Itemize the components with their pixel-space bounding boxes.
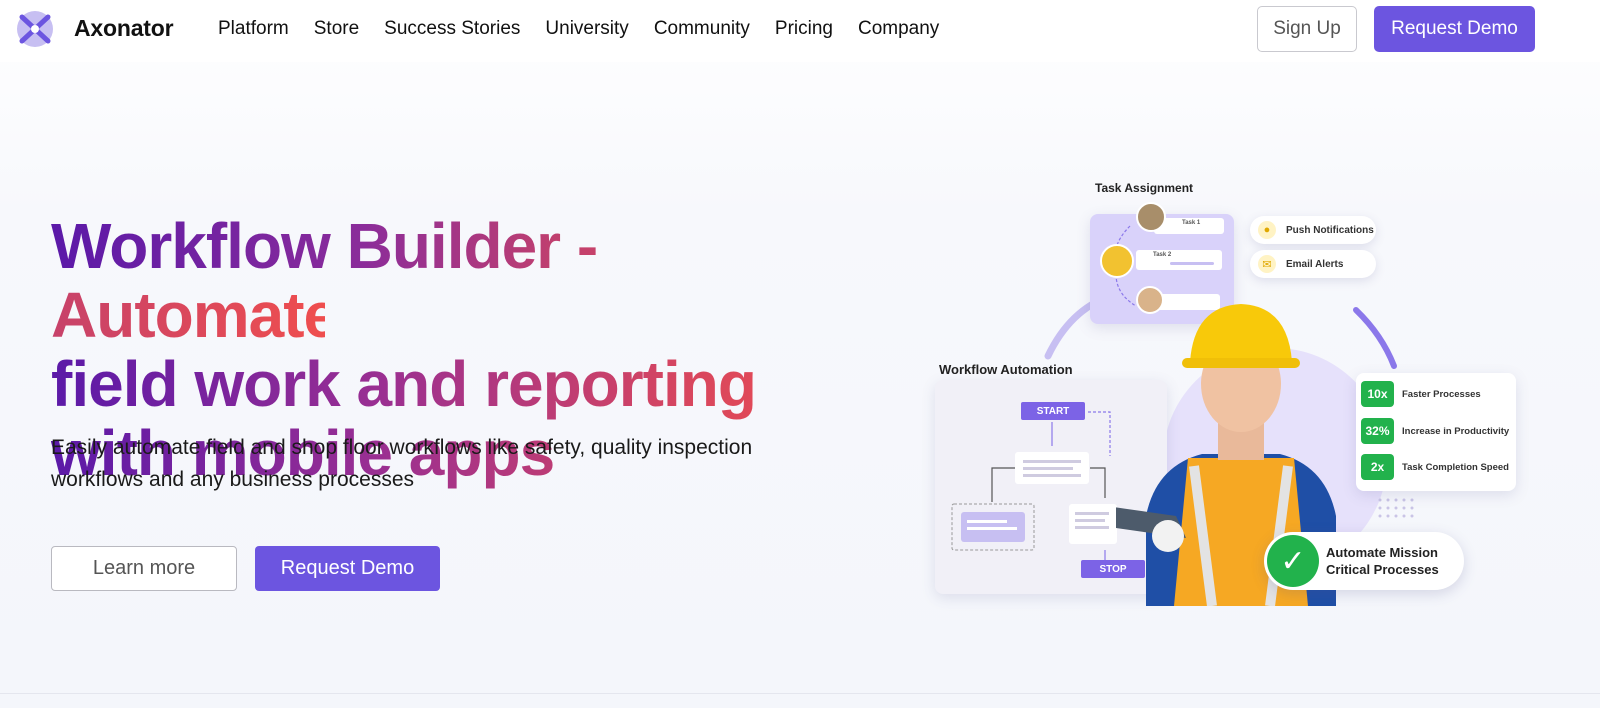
hero-headline-line-1: Workflow Builder - Automate	[51, 210, 598, 351]
brand-name[interactable]: Axonator	[74, 15, 174, 41]
push-notifications-pill: ● Push Notifications	[1250, 216, 1376, 244]
automate-mission-text: Automate Mission Critical Processes	[1326, 544, 1439, 578]
hero-illustration: Task Assignment Task 1 Task 2 ● Push Not…	[920, 170, 1540, 620]
hero-subtitle-line-2: workflows and any business processes	[51, 468, 415, 491]
nav-item-store[interactable]: Store	[313, 18, 360, 39]
workflow-automation-card: START STOP	[935, 380, 1167, 594]
nav-item-community[interactable]: Community	[653, 18, 750, 39]
nav-item-company[interactable]: Company	[857, 18, 940, 39]
task-assignment-label: Task Assignment	[1095, 181, 1194, 195]
hero-headline-line-2: field work and reporting	[51, 348, 757, 420]
task-2-label: Task 2	[1153, 252, 1172, 258]
stat-productivity: 32% Increase in Productivity	[1361, 418, 1509, 444]
stat-faster-processes: 10x Faster Processes	[1361, 381, 1481, 407]
section-divider	[0, 693, 1600, 694]
nav-item-pricing[interactable]: Pricing	[774, 18, 833, 39]
workflow-diagram	[951, 411, 1117, 560]
axonator-x-logo-icon[interactable]	[14, 10, 56, 48]
task-1-label: Task 1	[1182, 220, 1201, 226]
request-demo-nav-button[interactable]: Request Demo	[1374, 6, 1535, 52]
push-notifications-label: Push Notifications	[1286, 224, 1374, 236]
stat-label: Increase in Productivity	[1402, 425, 1510, 437]
hero-subtitle: Easily automate field and shop floor wor…	[51, 432, 811, 496]
stat-value: 2x	[1361, 454, 1394, 480]
stat-value: 32%	[1361, 418, 1394, 444]
top-navbar: Axonator Platform Store Success Stories …	[0, 0, 1600, 62]
stats-card: 10x Faster Processes 32% Increase in Pro…	[1356, 373, 1516, 491]
hero-subtitle-line-1: Easily automate field and shop floor wor…	[51, 436, 753, 459]
worker-avatar-2	[1100, 244, 1134, 278]
nav-item-university[interactable]: University	[545, 18, 629, 39]
email-alerts-label: Email Alerts	[1286, 258, 1344, 270]
sign-up-button[interactable]: Sign Up	[1257, 6, 1357, 52]
nav-item-success-stories[interactable]: Success Stories	[384, 18, 521, 39]
stat-completion-speed: 2x Task Completion Speed	[1361, 454, 1509, 480]
workflow-automation-label: Workflow Automation	[939, 362, 1073, 377]
nav-item-platform[interactable]: Platform	[218, 18, 289, 39]
bell-icon: ●	[1258, 221, 1276, 239]
main-menu: Platform Store Success Stories Universit…	[218, 18, 964, 40]
hero-headline: Workflow Builder - Automate field work a…	[51, 212, 871, 488]
task-assignment-card: Task 1 Task 2	[1090, 202, 1234, 324]
flow-start-node: START	[1021, 402, 1085, 420]
checkmark-icon: ✓	[1267, 535, 1319, 587]
badge-line-2: Critical Processes	[1326, 562, 1439, 577]
task-flow-lines	[1114, 218, 1224, 310]
stat-value: 10x	[1361, 381, 1394, 407]
badge-line-1: Automate Mission	[1326, 545, 1438, 560]
worker-avatar-3	[1136, 286, 1164, 314]
email-alerts-pill: ✉ Email Alerts	[1250, 250, 1376, 278]
automate-mission-badge: ✓ Automate Mission Critical Processes	[1264, 532, 1464, 590]
flow-stop-node: STOP	[1081, 560, 1145, 578]
worker-avatar-1	[1136, 202, 1166, 232]
learn-more-button[interactable]: Learn more	[51, 546, 237, 591]
request-demo-hero-button[interactable]: Request Demo	[255, 546, 440, 591]
mail-icon: ✉	[1258, 255, 1276, 273]
hero-headline-line-3: with mobile apps	[51, 417, 555, 489]
stat-label: Task Completion Speed	[1402, 461, 1509, 473]
stat-label: Faster Processes	[1402, 388, 1481, 400]
